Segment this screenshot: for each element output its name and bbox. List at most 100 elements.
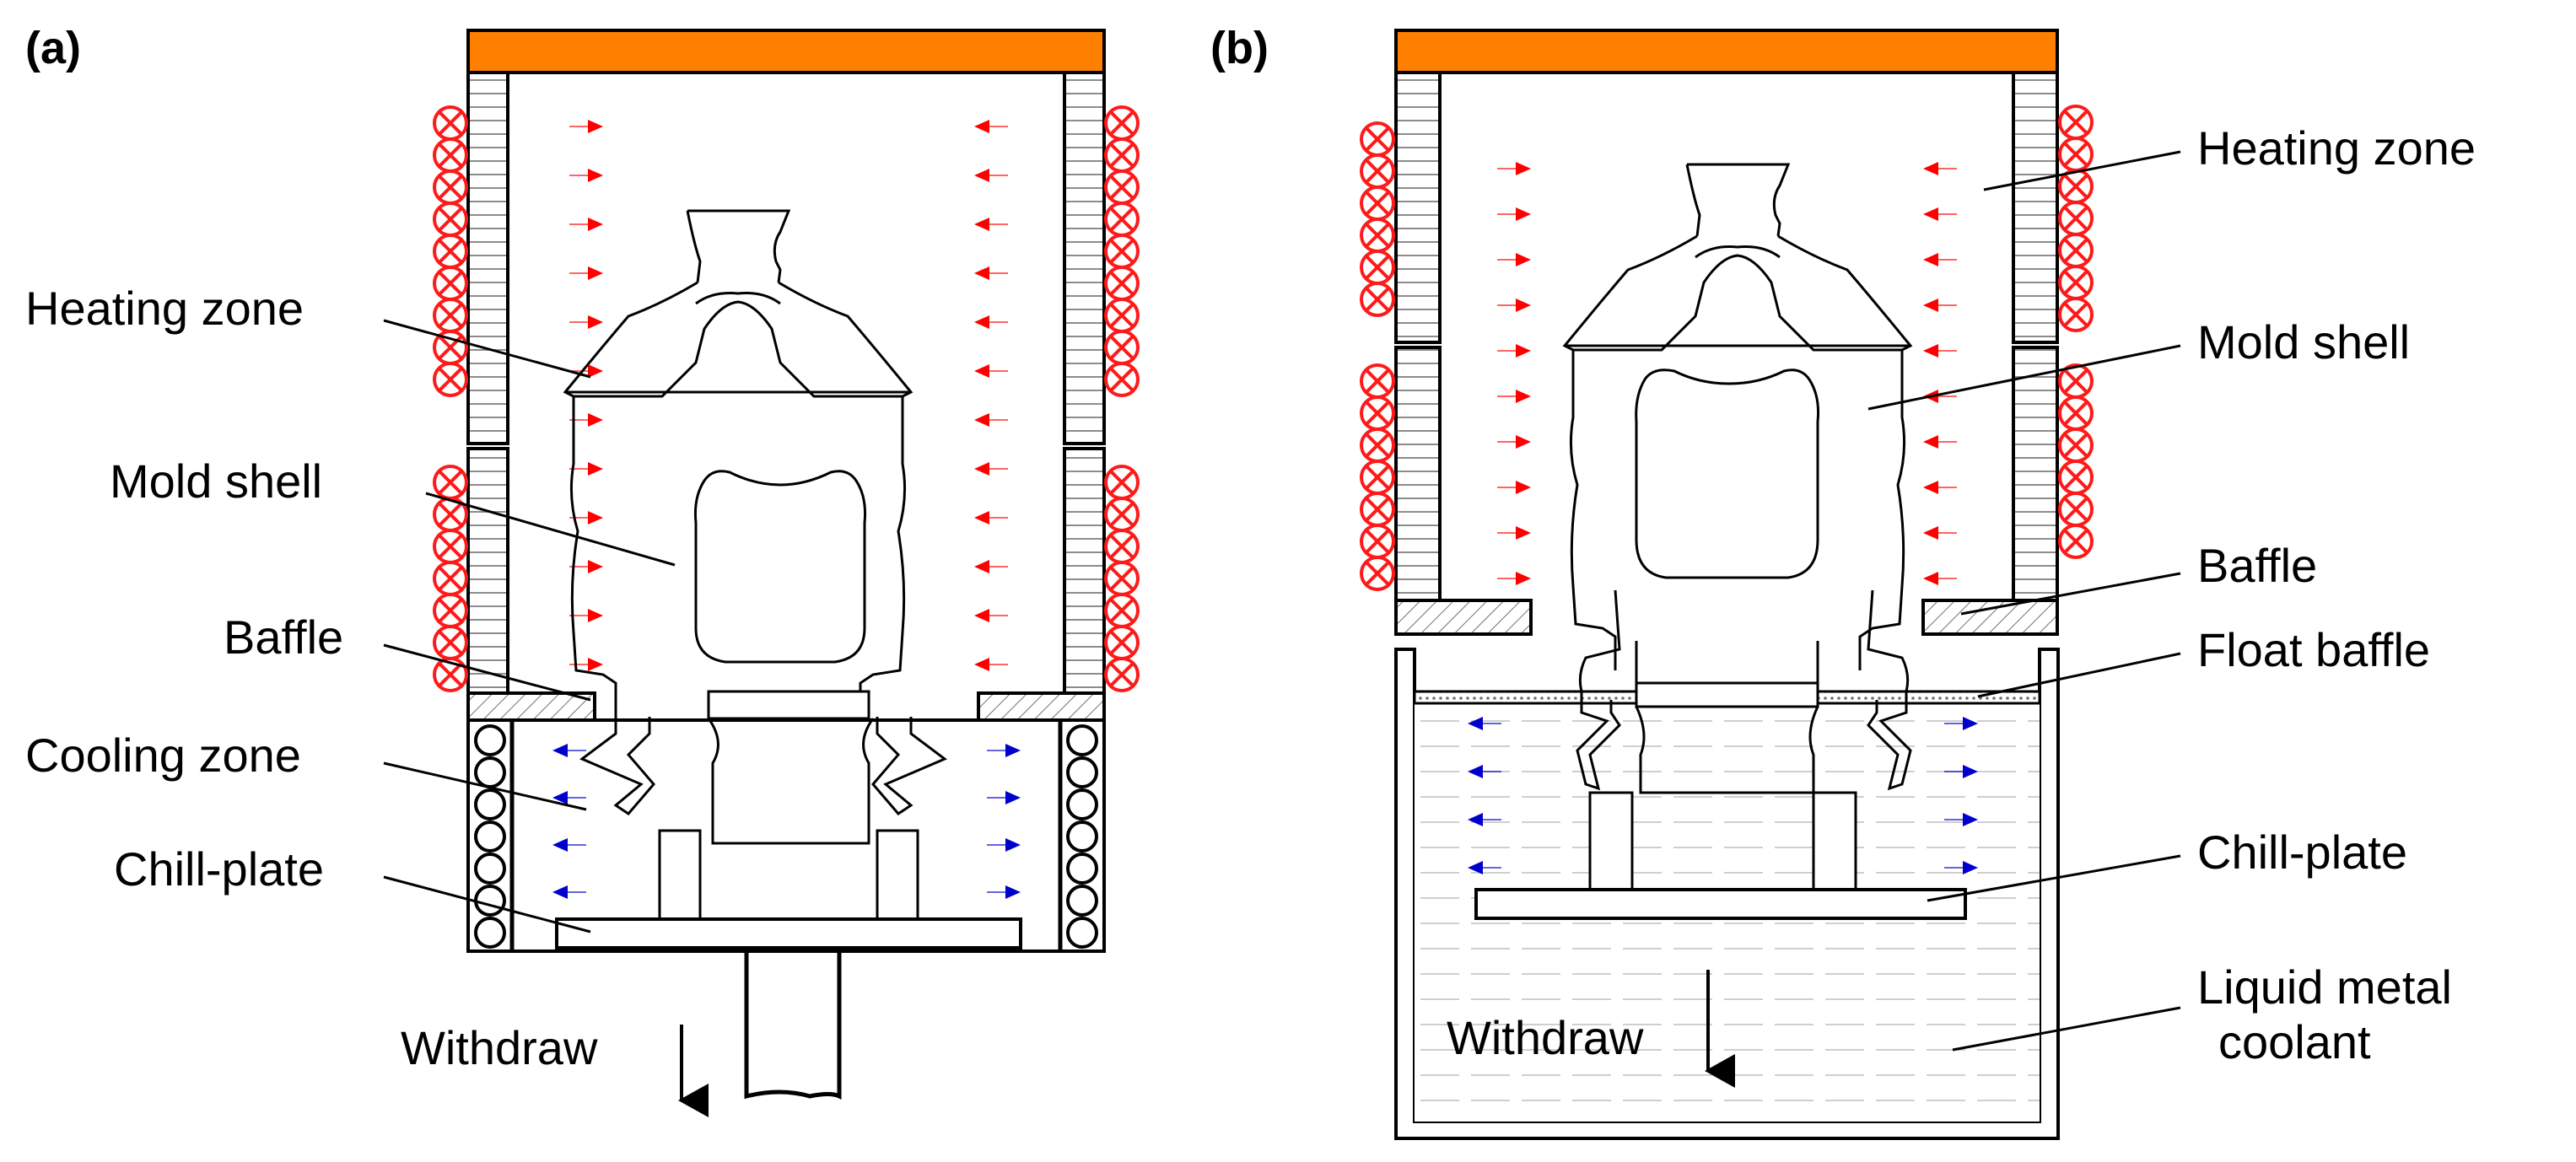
coil-icon (1360, 492, 1395, 527)
heat-arrow (569, 266, 603, 280)
cooling-tubes-a (474, 724, 1098, 949)
label-baffle-a: Baffle (224, 611, 343, 664)
heat-arrow (569, 609, 603, 622)
heat-arrow (974, 462, 1008, 476)
left-heater-wall-lower (466, 447, 509, 695)
panel-b: (b) H (1210, 23, 2476, 1140)
coil-icon (433, 593, 468, 628)
cool-arrow (1468, 813, 1501, 826)
heat-arrow (1923, 253, 1957, 266)
right-heater-wall-upper (1063, 71, 1106, 445)
coil-icon (1360, 153, 1395, 189)
heat-arrow (1923, 162, 1957, 175)
label-chill-plate-a: Chill-plate (114, 842, 324, 896)
heat-arrow (1923, 344, 1957, 358)
coil-icon (433, 105, 468, 141)
label-heating-zone-b: Heating zone (2197, 121, 2476, 175)
right-heater-wall-lower-b (2012, 346, 2059, 602)
coil-icon (1104, 561, 1140, 596)
heat-arrow (974, 511, 1008, 525)
leader-chill-plate-b (1927, 854, 2181, 902)
coil-icon (1104, 137, 1140, 173)
heat-arrow (1497, 526, 1531, 540)
coil-icon (1104, 330, 1140, 365)
coil-icon (1104, 169, 1140, 205)
coil-icon (1360, 218, 1395, 253)
coil-icon (1360, 524, 1395, 559)
label-withdraw-b: Withdraw (1447, 1011, 1644, 1064)
baffle-right-b (1921, 599, 2059, 636)
leader-coolant-b (1952, 1006, 2181, 1052)
cooling-tube (474, 885, 506, 917)
cool-arrow (987, 791, 1021, 804)
heat-arrow (1497, 572, 1531, 585)
cooling-tube (474, 917, 506, 949)
heat-radiation-arrows-b (1497, 162, 1957, 585)
coil-icon (1104, 234, 1140, 269)
cooling-tube (474, 724, 506, 756)
mold-shell-b (1563, 163, 1912, 891)
leader-float-baffle-b (1977, 652, 2181, 698)
coil-icon (1360, 282, 1395, 317)
coil-icon (433, 657, 468, 692)
coil-icon (2058, 428, 2094, 463)
heat-arrow (1923, 481, 1957, 494)
cool-arrow (1468, 717, 1501, 730)
cool-arrow (552, 838, 586, 852)
baffle-right (977, 691, 1106, 722)
cool-arrow (1944, 861, 1978, 874)
cooling-tube (1066, 788, 1098, 820)
heat-arrow (1497, 344, 1531, 358)
coil-icon (433, 497, 468, 532)
label-heating-zone-a: Heating zone (25, 282, 304, 335)
coil-icon (1104, 625, 1140, 660)
heat-arrow (974, 413, 1008, 427)
heat-radiation-arrows-a (569, 120, 1008, 671)
heat-arrow (974, 609, 1008, 622)
right-heater-wall-lower (1063, 447, 1106, 695)
cooling-tube (474, 756, 506, 788)
furnace-top (466, 29, 1106, 74)
coil-icon (1360, 363, 1395, 399)
cooling-tube (474, 820, 506, 853)
heat-arrow (974, 169, 1008, 182)
coil-icon (1360, 121, 1395, 157)
label-mold-shell-a: Mold shell (110, 455, 322, 508)
left-heater-wall-upper (466, 71, 509, 445)
cool-arrow (987, 838, 1021, 852)
coil-icon (1104, 362, 1140, 397)
cooling-tube (1066, 756, 1098, 788)
coil-icon (1104, 105, 1140, 141)
cooling-tube (1066, 917, 1098, 949)
cool-arrow (1468, 861, 1501, 874)
left-heater-wall-lower-b (1394, 346, 1442, 602)
cool-arrow (552, 791, 586, 804)
heat-arrow (974, 560, 1008, 573)
coil-icon (1360, 395, 1395, 431)
cooling-arrows-a (552, 744, 1021, 899)
coil-icon (2058, 169, 2094, 204)
coil-icon (1360, 460, 1395, 495)
withdraw-rod (744, 948, 842, 1100)
heat-arrow (974, 364, 1008, 378)
leader-baffle-a (383, 643, 591, 702)
coil-icon (2058, 297, 2094, 332)
cooling-arrows-b (1468, 717, 1978, 874)
heat-arrow (569, 120, 603, 133)
induction-coils-a (433, 105, 1140, 692)
heat-arrow (1497, 299, 1531, 312)
coil-icon (433, 298, 468, 333)
coil-icon (2058, 524, 2094, 559)
chill-plate-b (1474, 888, 1967, 920)
coil-icon (1104, 266, 1140, 301)
heat-arrow (974, 266, 1008, 280)
coil-icon (1360, 250, 1395, 285)
coil-icon (433, 465, 468, 500)
coil-icon (1360, 428, 1395, 463)
cooling-tube (474, 853, 506, 885)
panel-a-tag: (a) (25, 23, 81, 73)
coil-icon (433, 625, 468, 660)
label-coolant-line2-b: coolant (2218, 1015, 2371, 1068)
coil-icon (433, 529, 468, 564)
